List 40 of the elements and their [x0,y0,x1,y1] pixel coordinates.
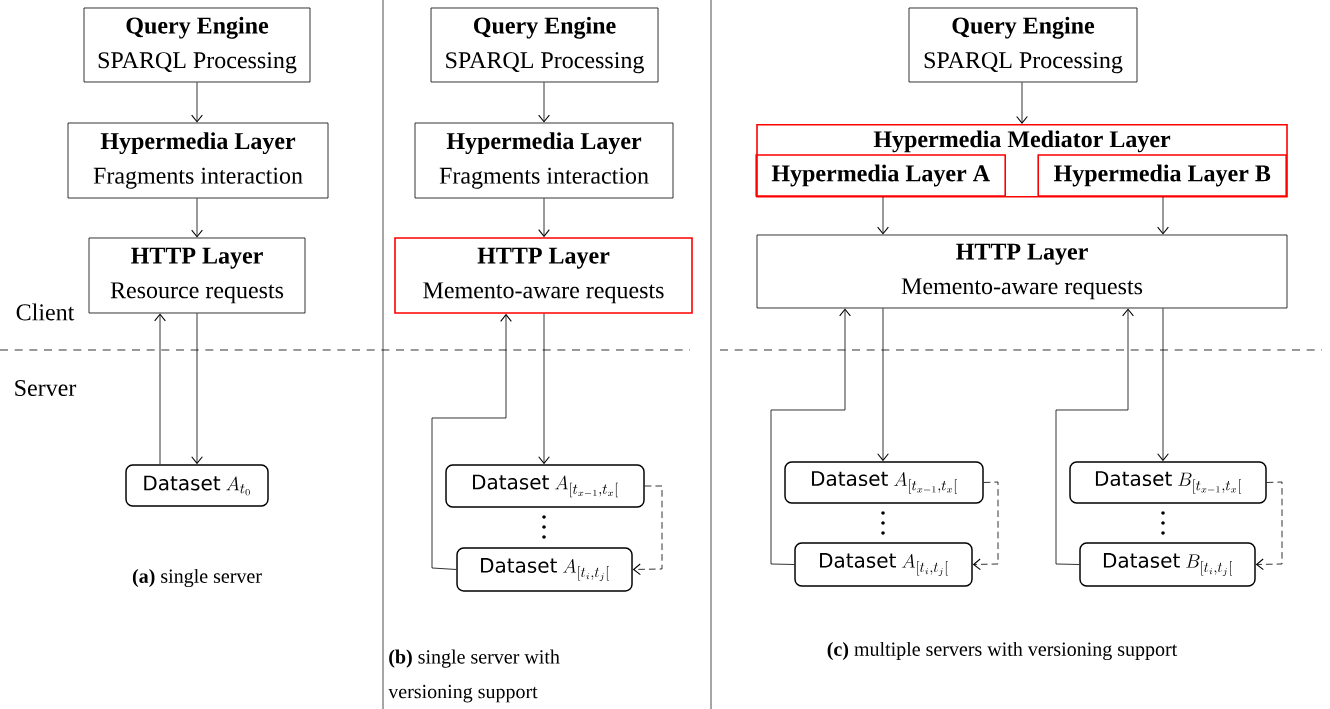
dataset-box: $\textsf{Dataset}\ A_{t_0}$ [125,464,269,507]
arrow [431,313,512,570]
arrow [1157,196,1169,235]
caption: (c) multiple servers with versioning support [827,641,1178,661]
arrow [538,82,550,123]
arrow [877,308,889,462]
process-box: Hypermedia Layer B [1037,154,1287,197]
arrow [191,198,203,238]
arrow [1016,82,1028,124]
arrow [972,481,999,571]
process-box: Hypermedia Layer Fragments interaction [67,122,329,199]
arrow [1255,481,1283,571]
dataset-box: $\textsf{Dataset}\ A_{[t_i,t_j[}$ [456,547,633,592]
zone-label: Server [15,379,77,397]
process-box: HTTP Layer Resource requests [88,237,306,314]
arrow [538,198,550,238]
process-box: HTTP Layer Memento-aware requests [394,237,693,314]
process-box: Query Engine SPARQL Processing [83,7,311,83]
arrow [1157,308,1169,462]
arrow [1055,308,1134,565]
arrow [877,196,889,235]
arrow [191,313,203,465]
dataset-box: $\textsf{Dataset}\ A_{[t_{x-1},t_x[}$ [445,464,645,508]
arrow [154,313,166,465]
process-box: Query Engine SPARQL Processing [430,7,659,83]
dataset-box: $\textsf{Dataset}\ A_{[t_{x-1},t_x[}$ [784,461,984,504]
arrow [770,308,851,565]
process-box: Hypermedia Layer A [755,154,1006,197]
arrow [191,82,203,123]
dataset-box: $\textsf{Dataset}\ B_{[t_i,t_j[}$ [1079,542,1256,587]
zone-label: Client [16,303,75,321]
process-box: HTTP Layer Memento-aware requests [756,234,1288,309]
caption: (b) single server with versioning support [388,649,560,703]
arrow [632,485,663,576]
arrow [538,313,550,465]
process-box: Query Engine SPARQL Processing [908,7,1138,83]
process-box: Hypermedia Layer Fragments interaction [414,122,674,199]
dataset-box: $\textsf{Dataset}\ B_{[t_{x-1},t_x[}$ [1069,461,1267,504]
dataset-box: $\textsf{Dataset}\ A_{[t_i,t_j[}$ [794,542,973,587]
caption: (a) single server [132,568,262,588]
